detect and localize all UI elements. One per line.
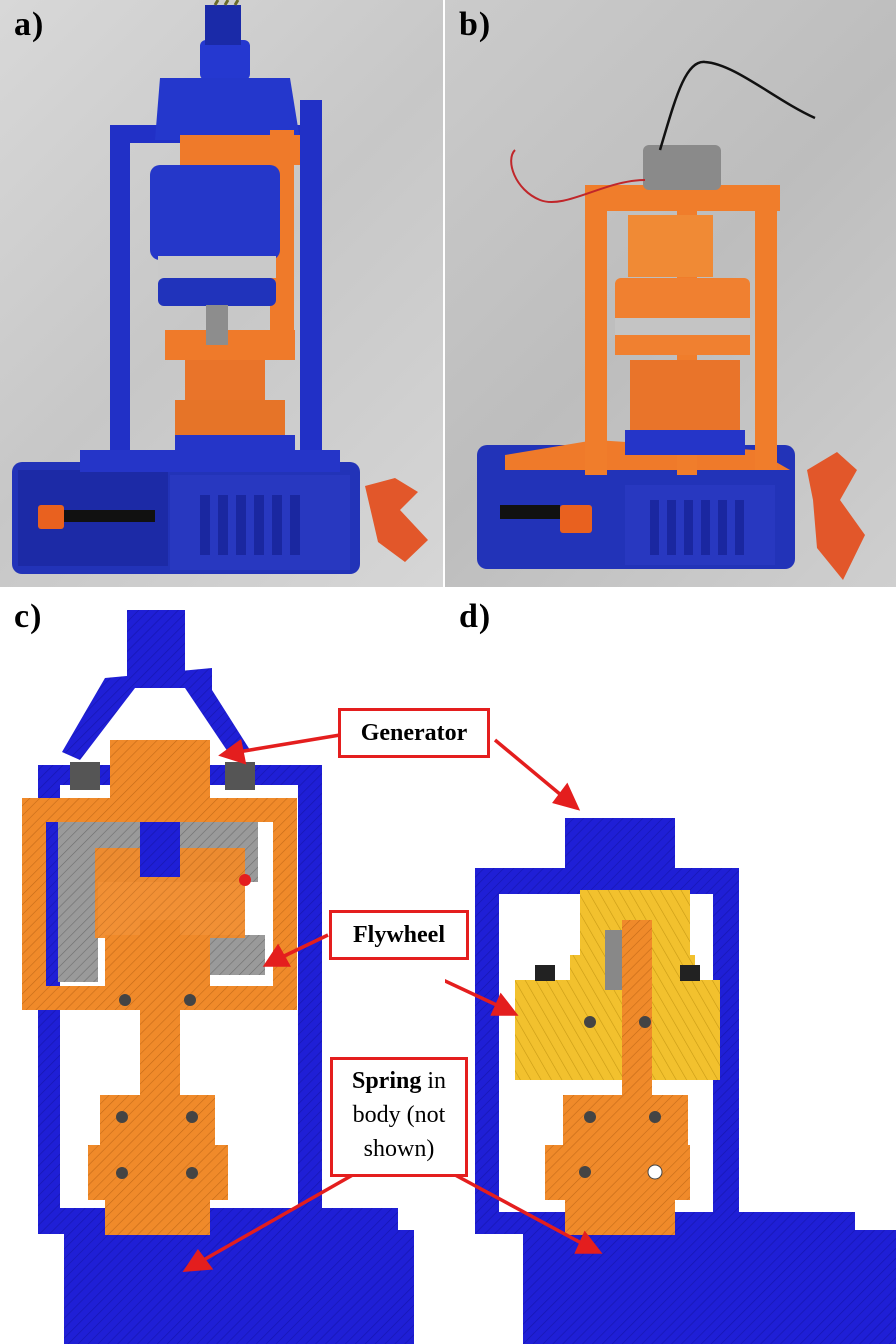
spring-callout-line2: body (not [352, 1102, 446, 1128]
spring-callout-line3: shown) [363, 1136, 435, 1162]
spring-callout-bold: Spring [351, 1068, 422, 1094]
panel-label-a: a) [14, 6, 45, 43]
prototype-b-illustration [477, 60, 865, 580]
spring-callout-rest: in [421, 1068, 447, 1094]
flywheel-callout: Flywheel [329, 910, 469, 960]
cad-section-c [22, 610, 414, 1344]
cad-section-d [445, 738, 896, 1344]
panel-label-c: c) [14, 598, 43, 635]
photo-panel-a: a) [0, 0, 443, 587]
photo-panel-b: b) [445, 0, 896, 587]
panel-label-d: d) [459, 598, 492, 635]
callout-arrows-d [445, 738, 603, 1254]
panel-label-b: b) [459, 6, 492, 43]
spring-callout: Spring in body (not shown) [330, 1057, 468, 1177]
cad-panel-d: d) [445, 590, 896, 1344]
prototype-a-illustration [12, 0, 428, 574]
generator-callout: Generator [338, 708, 490, 758]
cad-panel-c: c) [0, 590, 443, 1344]
